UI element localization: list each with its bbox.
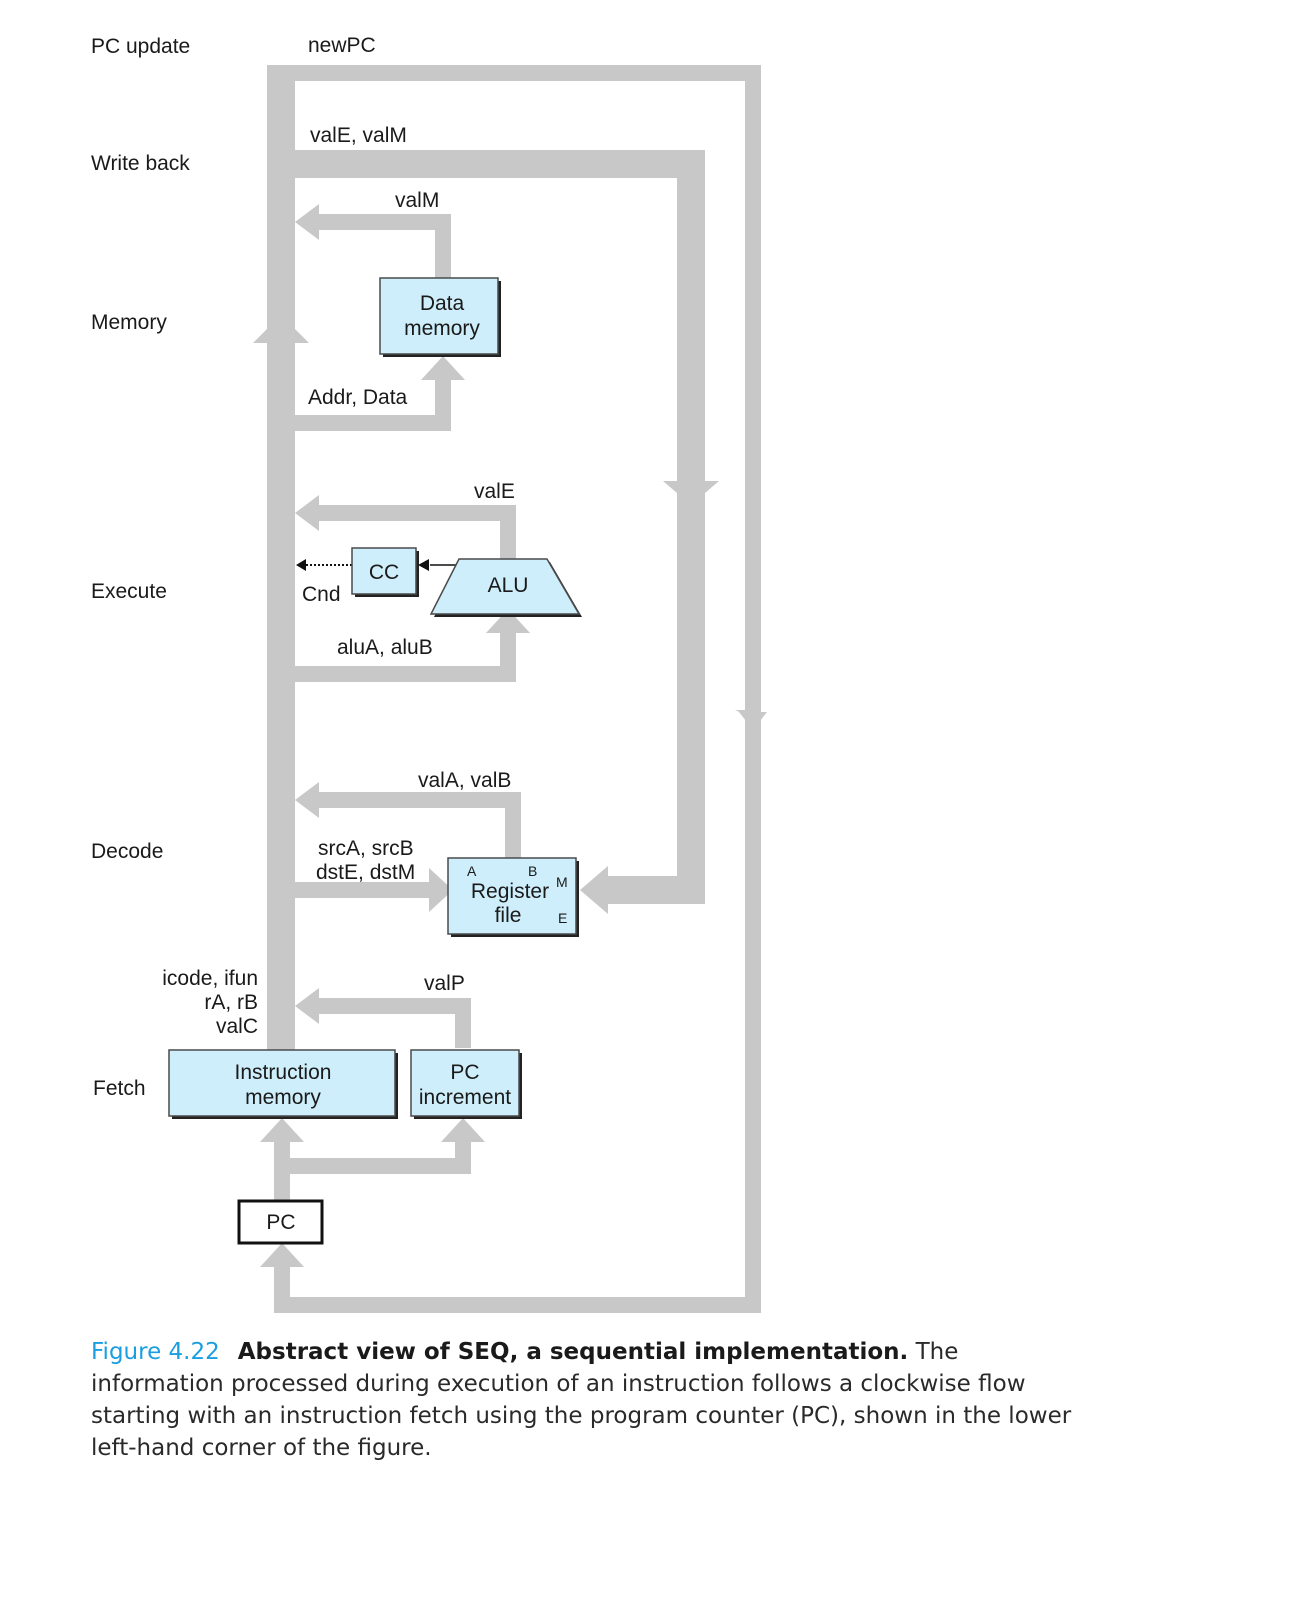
valab-arrow bbox=[295, 782, 319, 818]
regfile-port-b: B bbox=[528, 863, 537, 879]
signal-vala-valb: valA, valB bbox=[418, 769, 511, 792]
main-bus bbox=[267, 65, 295, 1065]
data-memory-block: Data memory bbox=[379, 277, 501, 357]
writeback-to-regfile bbox=[606, 876, 705, 904]
signal-vale-valm: valE, valM bbox=[310, 124, 407, 147]
instruction-memory-label-line1: Instruction bbox=[235, 1061, 332, 1084]
pc-increment-label-line1: PC bbox=[450, 1061, 479, 1084]
alu-block bbox=[429, 558, 581, 615]
valm-bus-left bbox=[315, 214, 451, 230]
instruction-memory-block: Instruction memory bbox=[168, 1049, 398, 1119]
figure-title: Abstract view of SEQ, a sequential imple… bbox=[237, 1339, 909, 1365]
regfile-label-line2: file bbox=[495, 904, 522, 927]
valab-bus-up bbox=[505, 792, 521, 858]
signal-srca-srcb: srcA, srcB bbox=[318, 837, 414, 860]
stage-labels: PC update Write back Memory Execute Deco… bbox=[91, 35, 190, 1100]
instruction-memory-label-line2: memory bbox=[245, 1086, 321, 1109]
writeback-down-arrow bbox=[663, 481, 719, 505]
main-bus-arrow bbox=[253, 315, 309, 343]
stage-pc-update: PC update bbox=[91, 35, 190, 58]
valm-bus-up bbox=[435, 214, 451, 280]
alu-to-cc-arrowhead bbox=[418, 559, 429, 571]
regfile-port-e: E bbox=[558, 910, 567, 926]
figure-number: Figure 4.22 bbox=[91, 1339, 220, 1365]
signal-vale: valE bbox=[474, 480, 515, 503]
signal-valm: valM bbox=[395, 189, 439, 212]
newpc-bus-right bbox=[745, 65, 761, 1313]
stage-decode: Decode bbox=[91, 840, 163, 863]
alu-bus-right bbox=[295, 666, 516, 682]
pc-increment-label-line2: increment bbox=[419, 1086, 511, 1109]
cnd-arrowhead bbox=[296, 559, 306, 571]
register-file-block: A B M E Register file bbox=[447, 857, 579, 937]
vale-bus-left bbox=[315, 505, 516, 521]
vale-arrow bbox=[295, 495, 319, 531]
regsel-arrow bbox=[429, 868, 453, 912]
signal-icode-ifun: icode, ifun bbox=[162, 967, 258, 990]
regfile-label-line1: Register bbox=[471, 880, 549, 903]
addr-arrow bbox=[421, 356, 465, 380]
pc-arrow-incr bbox=[441, 1118, 485, 1142]
pc-register-block: PC bbox=[237, 1199, 324, 1245]
newpc-bus-bottom bbox=[274, 1297, 761, 1313]
addr-bus-up bbox=[435, 378, 451, 431]
regsel-bus bbox=[295, 882, 431, 898]
stage-execute: Execute bbox=[91, 580, 167, 603]
newpc-arrow-to-pc bbox=[260, 1243, 304, 1267]
writeback-arrow-regfile bbox=[580, 866, 608, 914]
valab-bus-left bbox=[315, 792, 521, 808]
signal-valc: valC bbox=[216, 1015, 258, 1038]
pc-bus-right bbox=[274, 1158, 471, 1174]
figure-text: The information processed during executi… bbox=[91, 1339, 1072, 1461]
pc-arrow-imem bbox=[260, 1118, 304, 1142]
signal-ra-rb: rA, rB bbox=[204, 991, 258, 1014]
data-memory-label-line2: memory bbox=[404, 317, 480, 340]
cc-label: CC bbox=[369, 561, 399, 584]
pc-bus-up-incr bbox=[455, 1140, 471, 1174]
valm-arrow bbox=[295, 204, 319, 240]
stage-fetch: Fetch bbox=[93, 1077, 146, 1100]
alu-arrow bbox=[486, 609, 530, 633]
figure-caption: Figure 4.22 Abstract view of SEQ, a seque… bbox=[91, 1336, 1081, 1464]
regfile-port-a: A bbox=[467, 863, 477, 879]
pc-label: PC bbox=[266, 1211, 295, 1234]
cc-block bbox=[351, 547, 417, 595]
writeback-bus-right bbox=[677, 150, 705, 904]
signal-labels: newPC valE, valM valM Addr, Data valE Cn… bbox=[162, 34, 515, 1038]
stage-write-back: Write back bbox=[91, 152, 190, 175]
signal-addr-data: Addr, Data bbox=[308, 386, 408, 409]
signal-dste-dstm: dstE, dstM bbox=[316, 861, 415, 884]
signal-cnd: Cnd bbox=[302, 583, 341, 606]
seq-diagram: PC update Write back Memory Execute Deco… bbox=[91, 34, 767, 1313]
execute-blocks: CC ALU bbox=[296, 547, 582, 617]
signal-valp: valP bbox=[424, 972, 465, 995]
writeback-bus-top bbox=[295, 150, 705, 178]
newpc-down-arrow bbox=[739, 712, 767, 730]
buses bbox=[253, 65, 767, 1313]
signal-newpc: newPC bbox=[308, 34, 376, 57]
alu-bus-up bbox=[500, 630, 516, 682]
newpc-bus-up bbox=[274, 1265, 290, 1313]
signal-alua-alub: aluA, aluB bbox=[337, 636, 433, 659]
alu-label: ALU bbox=[488, 574, 529, 597]
regfile-port-m: M bbox=[556, 874, 568, 890]
addr-bus-right bbox=[295, 415, 451, 431]
valp-arrow bbox=[295, 988, 319, 1024]
pc-increment-block: PC increment bbox=[410, 1049, 522, 1119]
stage-memory: Memory bbox=[91, 311, 167, 334]
valp-bus-left bbox=[315, 998, 471, 1014]
data-memory-label-line1: Data bbox=[420, 292, 465, 315]
newpc-bus-top bbox=[267, 65, 761, 81]
